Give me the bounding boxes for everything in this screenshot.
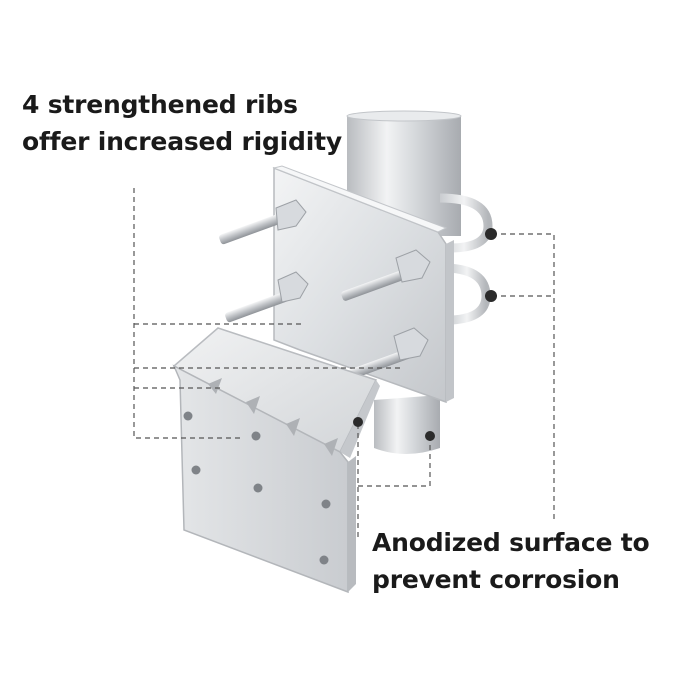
u-bolt-upper (439, 193, 493, 253)
bolt-lower-right (343, 327, 429, 381)
ribs-callout-line-2: offer increased rigidity (22, 127, 342, 156)
ribs-callout-text: 4 strengthened ribs offer increased rigi… (22, 86, 342, 160)
bracket-front-flange (172, 364, 356, 594)
callout-dots (353, 228, 497, 441)
surface-callout-line-1: Anodized surface to (372, 528, 650, 557)
ribs-callout-line-1: 4 strengthened ribs (22, 90, 298, 119)
surface-callout-text: Anodized surface to prevent corrosion (372, 524, 650, 598)
ribs-leader-lines (133, 188, 400, 439)
bolt-mid-left (225, 271, 309, 323)
surface-leader-lines (357, 233, 555, 538)
bolt-mid-right (341, 249, 431, 301)
surface-callout-line-2: prevent corrosion (372, 565, 620, 594)
bolt-top-left (219, 199, 307, 245)
